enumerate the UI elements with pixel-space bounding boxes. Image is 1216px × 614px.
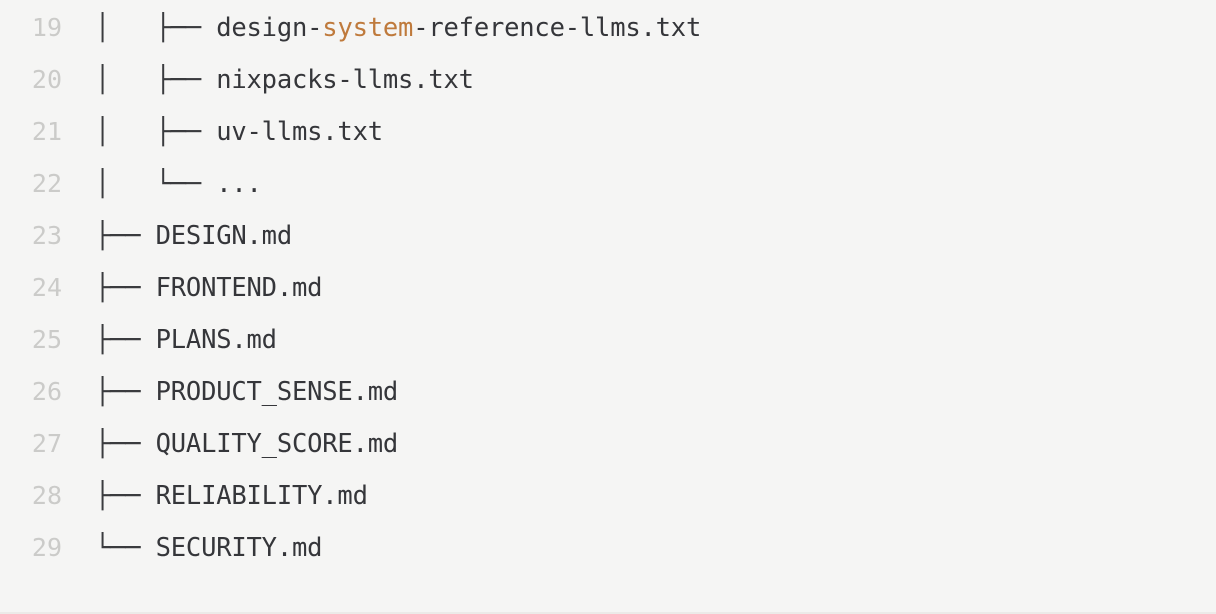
code-token-plain: SECURITY.md <box>155 533 323 563</box>
code-token-plain: PRODUCT_SENSE.md <box>155 377 399 407</box>
code-token-plain: uv-llms.txt <box>216 117 383 147</box>
line-number: 19 <box>31 13 62 42</box>
code-line[interactable]: 20 │ ├── nixpacks-llms.txt <box>0 54 1216 106</box>
code-token-tree: ├── <box>95 325 156 355</box>
line-content: │ ├── uv-llms.txt <box>95 106 1216 158</box>
code-line[interactable]: 23 ├── DESIGN.md <box>0 210 1216 262</box>
line-content: ├── FRONTEND.md <box>95 262 1216 314</box>
line-number: 28 <box>31 481 62 510</box>
code-line-list: 19 │ ├── design-system-reference-llms.txt… <box>0 2 1216 574</box>
code-token-tree: ├── <box>95 377 156 407</box>
code-token-accent: system <box>322 13 414 43</box>
line-number: 25 <box>31 325 62 354</box>
code-token-tree: ├── <box>95 429 156 459</box>
line-content: │ ├── design-system-reference-llms.txt <box>95 2 1216 54</box>
code-line[interactable]: 19 │ ├── design-system-reference-llms.txt <box>0 2 1216 54</box>
line-content: │ ├── nixpacks-llms.txt <box>95 54 1216 106</box>
code-token-tree: ├── <box>95 481 156 511</box>
code-token-tree: │ ├── <box>95 117 217 147</box>
code-line[interactable]: 22 │ └── ... <box>0 158 1216 210</box>
line-number: 26 <box>31 377 62 406</box>
code-token-plain: FRONTEND.md <box>155 273 323 303</box>
code-token-tree: └── <box>95 533 156 563</box>
code-token-plain: -reference-llms.txt <box>413 13 702 43</box>
line-number: 27 <box>31 429 62 458</box>
code-token-plain: nixpacks-llms.txt <box>216 65 474 95</box>
line-number: 29 <box>31 533 62 562</box>
code-line[interactable]: 27 ├── QUALITY_SCORE.md <box>0 418 1216 470</box>
code-line[interactable]: 24 ├── FRONTEND.md <box>0 262 1216 314</box>
code-token-plain: design- <box>216 13 323 43</box>
code-line[interactable]: 29 └── SECURITY.md <box>0 522 1216 574</box>
line-number: 24 <box>31 273 62 302</box>
code-line[interactable]: 25 ├── PLANS.md <box>0 314 1216 366</box>
code-token-plain: QUALITY_SCORE.md <box>155 429 399 459</box>
code-token-plain: ... <box>216 169 262 199</box>
code-token-plain: RELIABILITY.md <box>155 481 368 511</box>
line-number: 22 <box>31 169 62 198</box>
code-token-tree: │ ├── <box>95 65 217 95</box>
line-number: 20 <box>31 65 62 94</box>
line-content: ├── DESIGN.md <box>95 210 1216 262</box>
line-content: ├── PRODUCT_SENSE.md <box>95 366 1216 418</box>
line-number: 21 <box>31 117 62 146</box>
code-line[interactable]: 28 ├── RELIABILITY.md <box>0 470 1216 522</box>
code-token-tree: ├── <box>95 273 156 303</box>
line-content: │ └── ... <box>95 158 1216 210</box>
code-line[interactable]: 21 │ ├── uv-llms.txt <box>0 106 1216 158</box>
code-token-plain: DESIGN.md <box>155 221 293 251</box>
code-token-tree: │ └── <box>95 169 217 199</box>
line-content: ├── RELIABILITY.md <box>95 470 1216 522</box>
line-content: ├── PLANS.md <box>95 314 1216 366</box>
code-token-tree: │ ├── <box>95 13 217 43</box>
code-token-tree: ├── <box>95 221 156 251</box>
line-number: 23 <box>31 221 62 250</box>
line-content: ├── QUALITY_SCORE.md <box>95 418 1216 470</box>
line-content: └── SECURITY.md <box>95 522 1216 574</box>
code-token-plain: PLANS.md <box>155 325 277 355</box>
code-line[interactable]: 26 ├── PRODUCT_SENSE.md <box>0 366 1216 418</box>
